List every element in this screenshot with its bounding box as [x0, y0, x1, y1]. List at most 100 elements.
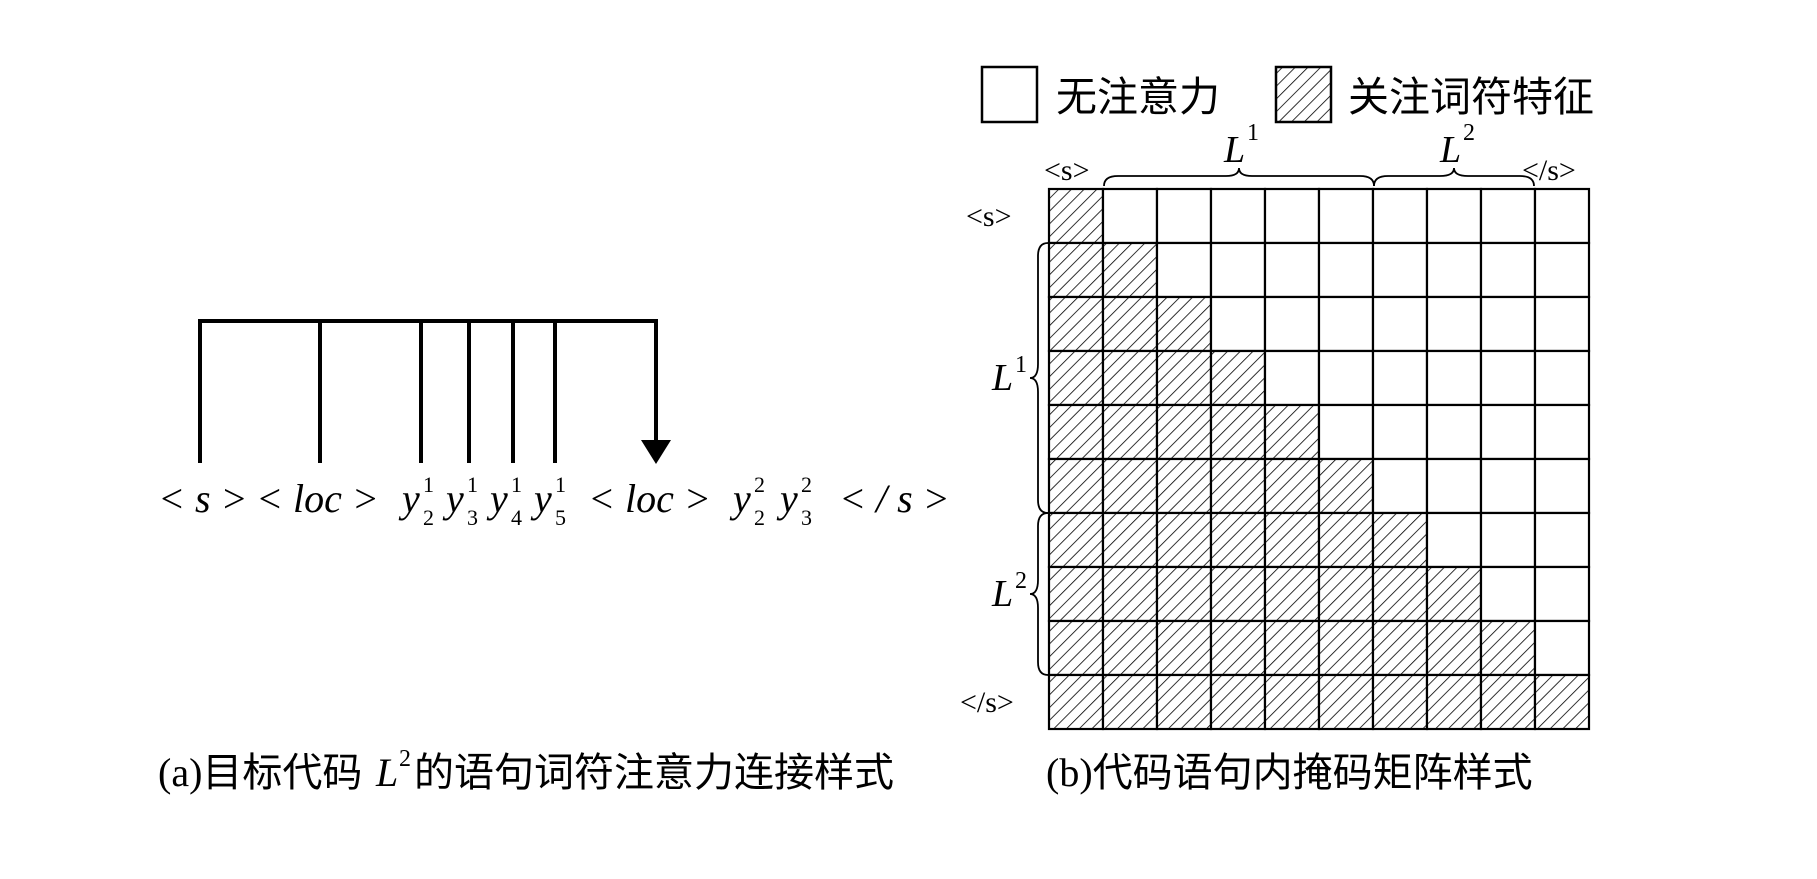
token-s-open: < s > [158, 476, 248, 521]
matrix-cell-attend [1047, 403, 1105, 461]
matrix-cell-masked [1533, 187, 1591, 245]
matrix-cell-masked [1425, 241, 1483, 299]
token-loc: < loc > [588, 476, 711, 521]
matrix-cell-masked [1371, 187, 1429, 245]
matrix-cell-masked [1533, 511, 1591, 569]
token-y: y [729, 476, 751, 521]
caption-a-suffix: 的语句词符注意力连接样式 [414, 750, 894, 795]
matrix-cell-masked [1533, 457, 1591, 515]
caption-a-prefix: (a)目标代码 [158, 750, 362, 795]
matrix-cell-attend [1209, 619, 1267, 677]
matrix-cell-masked [1317, 403, 1375, 461]
matrix-cell-masked [1209, 295, 1267, 353]
matrix-cell-masked [1479, 565, 1537, 623]
matrix-cell-masked [1479, 187, 1537, 245]
matrix-cell-attend [1101, 565, 1159, 623]
matrix-cell-masked [1533, 349, 1591, 407]
matrix-cell-attend [1263, 619, 1321, 677]
matrix-cell-attend [1263, 457, 1321, 515]
token-loc: < loc > [256, 476, 379, 521]
panel-b: <s> </s> L 1 L 2 <s> </s> L 1 L 2 (b)代码语… [960, 120, 1591, 795]
caption-b: (b)代码语句内掩码矩阵样式 [1046, 750, 1533, 795]
matrix-cell-attend [1209, 511, 1267, 569]
matrix-cell-masked [1209, 187, 1267, 245]
top-label-L1: L [1223, 129, 1245, 171]
matrix-cell-masked [1533, 619, 1591, 677]
matrix-cell-attend [1425, 565, 1483, 623]
side-brace-L2 [1029, 512, 1049, 676]
matrix-cell-attend [1047, 565, 1105, 623]
matrix-cell-masked [1317, 295, 1375, 353]
matrix-cell-attend [1371, 673, 1429, 731]
token-sequence: < s > < loc > y 1 2 y 1 3 y 1 4 y 1 5 < … [158, 472, 950, 530]
matrix-cell-attend [1047, 349, 1105, 407]
matrix-cell-masked [1533, 403, 1591, 461]
legend-hatched-swatch [1274, 65, 1333, 124]
matrix-cell-masked [1263, 295, 1321, 353]
matrix-cell-attend [1371, 565, 1429, 623]
matrix-cell-attend [1101, 673, 1159, 731]
token-y: y [776, 476, 798, 521]
matrix-cell-attend [1047, 187, 1105, 245]
matrix-cell-attend [1209, 403, 1267, 461]
caption-a-L: L [375, 750, 398, 795]
matrix-cell-attend [1155, 457, 1213, 515]
matrix-cell-attend [1263, 565, 1321, 623]
matrix-cell-attend [1479, 673, 1537, 731]
top-label-L2: L [1439, 129, 1461, 171]
top-label-s-close: </s> [1522, 154, 1576, 187]
matrix-cell-attend [1155, 511, 1213, 569]
matrix-cell-attend [1155, 403, 1213, 461]
top-label-L2-sup: 2 [1463, 120, 1475, 146]
top-brace-L1 [1103, 167, 1375, 187]
panel-a: < s > < loc > y 1 2 y 1 3 y 1 4 y 1 5 < … [158, 319, 950, 795]
caption-a: (a)目标代码 L 2 的语句词符注意力连接样式 [158, 746, 894, 795]
top-label-L1-sup: 1 [1247, 120, 1259, 146]
side-label-s-close: </s> [960, 686, 1014, 719]
side-brace-L1 [1029, 242, 1049, 514]
matrix-cell-attend [1101, 241, 1159, 299]
side-label-L2-sup: 2 [1015, 568, 1027, 594]
matrix-cell-attend [1209, 673, 1267, 731]
token-y-subscript: 2 [754, 505, 765, 530]
token-y-subscript: 3 [801, 505, 812, 530]
token-y-subscript: 3 [467, 505, 478, 530]
matrix-cell-attend [1533, 673, 1591, 731]
matrix-cell-attend [1047, 511, 1105, 569]
matrix-cell-masked [1371, 241, 1429, 299]
legend-no-attention-label: 无注意力 [1056, 74, 1220, 120]
matrix-cell-masked [1479, 241, 1537, 299]
matrix-cell-masked [1425, 511, 1483, 569]
top-brace-L2 [1373, 167, 1535, 187]
matrix-cell-masked [1479, 295, 1537, 353]
matrix-cell-masked [1425, 403, 1483, 461]
matrix-cell-masked [1371, 457, 1429, 515]
token-y-superscript: 2 [801, 472, 812, 497]
caption-a-sup: 2 [399, 746, 411, 772]
matrix-cell-masked [1317, 187, 1375, 245]
matrix-cell-masked [1155, 241, 1213, 299]
mask-matrix [1047, 187, 1591, 731]
top-label-s-open: <s> [1044, 154, 1090, 187]
matrix-cell-attend [1047, 295, 1105, 353]
matrix-cell-masked [1479, 457, 1537, 515]
matrix-cell-attend [1155, 565, 1213, 623]
matrix-cell-attend [1317, 457, 1375, 515]
side-label-s-open: <s> [966, 200, 1012, 233]
token-y-superscript: 1 [423, 472, 434, 497]
matrix-cell-masked [1263, 187, 1321, 245]
matrix-cell-masked [1533, 565, 1591, 623]
token-y-superscript: 1 [555, 472, 566, 497]
matrix-cell-attend [1209, 565, 1267, 623]
matrix-cell-attend [1425, 673, 1483, 731]
matrix-cell-attend [1047, 619, 1105, 677]
matrix-cell-attend [1155, 673, 1213, 731]
matrix-cell-masked [1425, 457, 1483, 515]
matrix-cell-masked [1317, 241, 1375, 299]
token-y-subscript: 4 [511, 505, 522, 530]
matrix-cell-attend [1209, 349, 1267, 407]
matrix-cell-masked [1317, 349, 1375, 407]
token-y: y [486, 476, 508, 521]
matrix-cell-masked [1533, 241, 1591, 299]
